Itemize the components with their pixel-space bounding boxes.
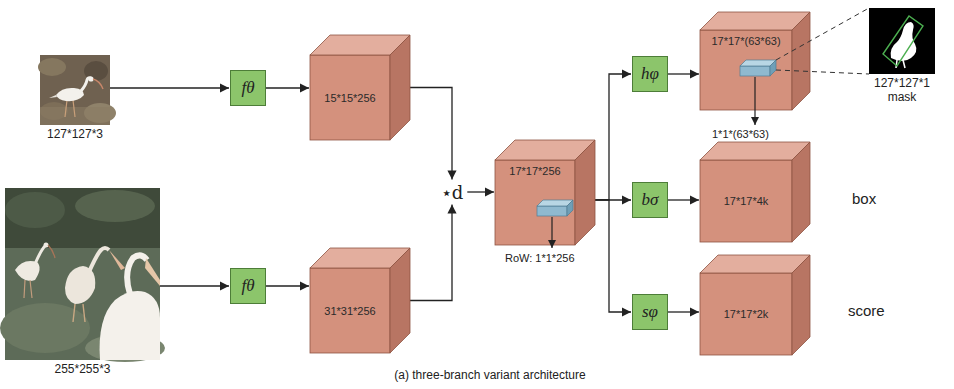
tensor-size: 15*15*256 — [324, 92, 375, 104]
cube-face: 17*17*2k — [700, 273, 792, 355]
network-box: fθ — [230, 70, 266, 106]
cube-shape — [700, 255, 810, 355]
row-prism-side — [770, 60, 776, 76]
feature-cube: 17*17*4k — [700, 142, 810, 242]
feature-cube: 31*31*256 — [310, 248, 410, 353]
arrow-connector — [595, 200, 631, 312]
cube-shape — [700, 142, 810, 242]
cube-front — [700, 160, 792, 242]
arrow-connector — [266, 285, 309, 286]
network-box: fθ — [230, 268, 266, 304]
input-image: 255*255*3 — [5, 188, 160, 376]
network-name: fθ — [241, 276, 254, 296]
cube-front — [310, 268, 390, 353]
row-prism-front — [740, 66, 770, 76]
arrow-connector — [467, 191, 494, 192]
network-name: bσ — [642, 190, 659, 210]
tensor-size: 17*17*4k — [724, 195, 769, 207]
network-box: sφ — [632, 294, 668, 330]
network-box: hφ — [632, 56, 668, 92]
cube-front — [310, 55, 390, 140]
tensor-size: 17*17*256 — [509, 165, 560, 177]
cube-shape — [700, 12, 810, 110]
mask-image — [869, 8, 935, 74]
row-prism-front — [537, 206, 567, 216]
zoom-dash — [776, 70, 869, 74]
arrow-connector — [668, 311, 699, 312]
feature-cube: 15*15*256 — [310, 35, 410, 140]
cube-top — [700, 12, 810, 30]
leader-arrow — [551, 217, 552, 248]
network-box: bσ — [632, 182, 668, 218]
arrow-connector — [595, 74, 631, 200]
network-name: sφ — [642, 302, 658, 322]
tensor-size: 17*17*(63*63) — [711, 35, 780, 47]
arrow-connector — [266, 87, 309, 88]
cube-top — [700, 142, 810, 160]
input-image: 127*127*1 mask — [862, 8, 942, 104]
arrow-connector — [410, 88, 452, 180]
zoom-dash — [776, 8, 869, 60]
cube-face: 31*31*256 — [310, 268, 390, 353]
network-name: hφ — [641, 64, 659, 84]
feature-cube: 17*17*(63*63) — [700, 12, 810, 110]
tensor-size: 17*17*2k — [724, 308, 769, 320]
cube-front — [495, 160, 575, 245]
cube-side — [792, 12, 810, 110]
input-image: 127*127*3 — [40, 55, 110, 141]
arrow-connector — [668, 73, 699, 74]
row-prism-side — [567, 200, 573, 216]
feature-cube: 17*17*256 — [495, 140, 595, 245]
search-photo — [0, 188, 165, 362]
correlation-operator: ⋆d — [437, 181, 468, 204]
cube-shape — [310, 248, 410, 353]
cube-face: 17*17*256 — [495, 160, 575, 245]
template-photo — [38, 55, 116, 125]
feature-cube: 17*17*2k — [700, 255, 810, 355]
arrow-connector — [410, 205, 452, 301]
cube-side — [575, 140, 595, 245]
cube-face: 15*15*256 — [310, 55, 390, 140]
cube-side — [792, 255, 810, 355]
branch-label: box — [852, 190, 876, 207]
cube-side — [390, 248, 410, 353]
cube-face: 17*17*(63*63) — [700, 30, 792, 110]
tensor-size: 31*31*256 — [324, 305, 375, 317]
network-name: fθ — [241, 78, 254, 98]
cube-front — [700, 273, 792, 355]
cube-top — [700, 255, 810, 273]
cube-side — [792, 142, 810, 242]
operator-symbol: ⋆d — [441, 182, 464, 203]
image-caption: 255*255*3 — [5, 362, 160, 376]
arrow-connector — [160, 285, 229, 286]
image-caption: 127*127*1 mask — [862, 76, 942, 104]
cube-side — [390, 35, 410, 140]
image-caption: 127*127*3 — [40, 127, 110, 141]
row-label: RoW: 1*1*256 — [505, 252, 575, 264]
figure-caption: (a) three-branch variant architecture — [240, 368, 740, 382]
row-label: 1*1*(63*63) — [712, 128, 769, 140]
branch-label: score — [848, 302, 885, 319]
cube-shape — [495, 140, 595, 245]
arrow-connector — [668, 199, 699, 200]
cube-face: 17*17*4k — [700, 160, 792, 242]
leader-arrow — [754, 77, 755, 125]
cube-shape — [310, 35, 410, 140]
arrow-connector — [110, 87, 229, 88]
